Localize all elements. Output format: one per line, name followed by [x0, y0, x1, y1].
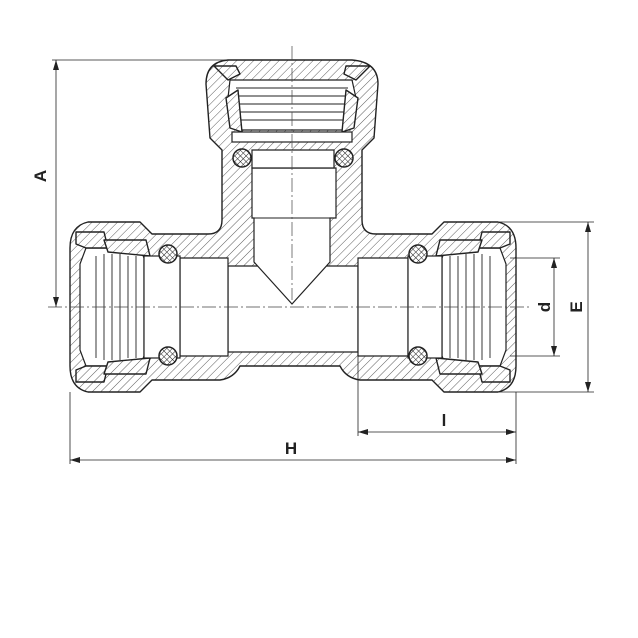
dimension-lines [52, 59, 594, 464]
o-ring-right-bottom [408, 346, 428, 366]
center-lines [48, 46, 532, 308]
dimension-label-d: d [535, 302, 554, 312]
dimension-label-a: A [31, 170, 50, 182]
left-port-collet [75, 231, 181, 383]
o-ring-left-bottom [158, 346, 178, 366]
internal-bore [179, 167, 409, 357]
dimension-label-l: l [442, 411, 447, 430]
dimension-label-h: H [285, 439, 297, 458]
o-ring-right-top [408, 244, 428, 264]
o-ring-top-right [334, 148, 354, 168]
o-ring-top-left [232, 148, 252, 168]
top-port-collet [213, 65, 371, 169]
dimension-label-e: E [567, 301, 586, 312]
o-ring-left-top [158, 244, 178, 264]
